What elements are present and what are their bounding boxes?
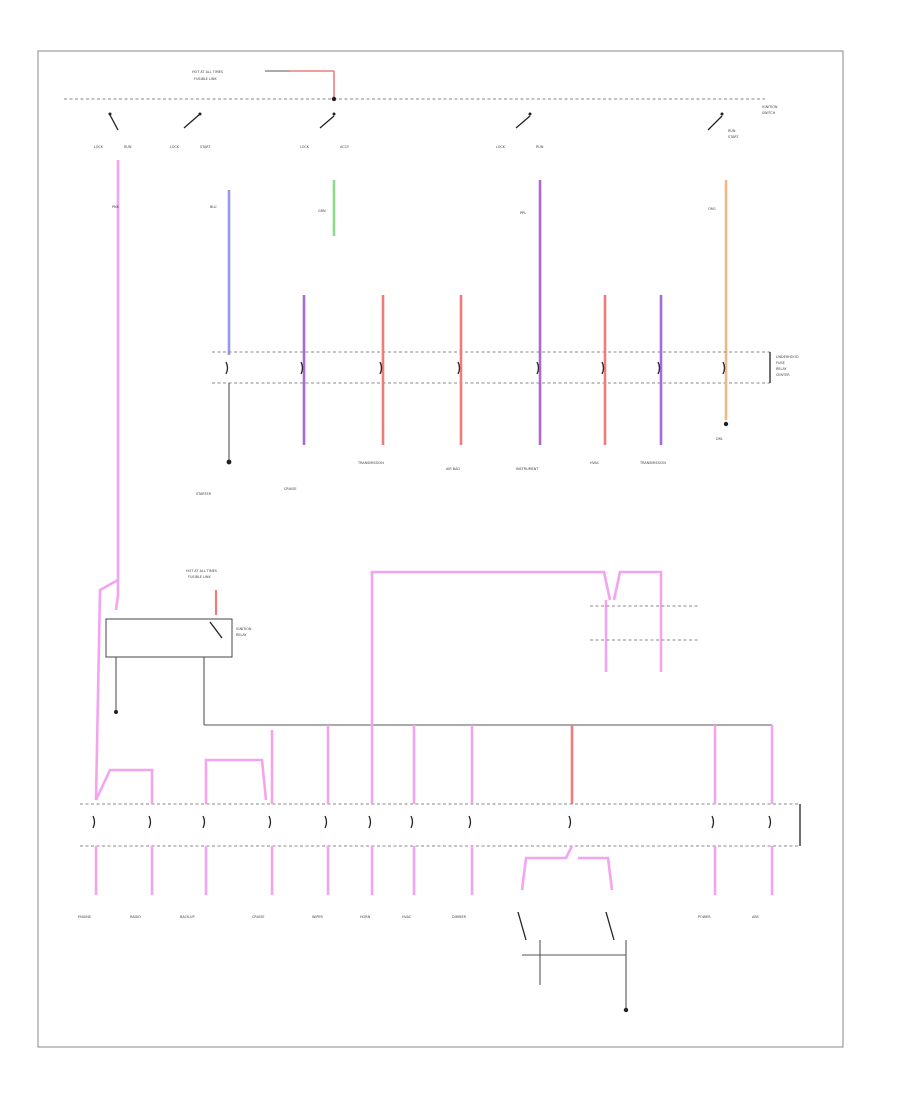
bottom-switches (517, 911, 629, 1013)
battery-feed: HOT AT ALL TIMES FUSIBLE LINK IGNITION S… (192, 70, 778, 115)
svg-text:START: START (728, 135, 739, 139)
svg-text:WIPER: WIPER (312, 915, 324, 919)
svg-text:HOT AT ALL TIMES: HOT AT ALL TIMES (192, 70, 223, 74)
svg-text:ENGINE: ENGINE (78, 915, 91, 919)
svg-text:HVAC: HVAC (402, 915, 412, 919)
svg-text:LOCK: LOCK (170, 145, 180, 149)
svg-text:IGNITION: IGNITION (236, 627, 252, 631)
svg-text:GRN: GRN (318, 209, 326, 213)
svg-text:ABS: ABS (752, 915, 759, 919)
svg-text:ACCY: ACCY (340, 145, 350, 149)
svg-text:CRUISE: CRUISE (252, 915, 265, 919)
svg-text:RADIO: RADIO (130, 915, 141, 919)
svg-text:LOCK: LOCK (496, 145, 506, 149)
upper-fuse-wires (226, 295, 729, 465)
svg-text:SWITCH: SWITCH (762, 111, 776, 115)
svg-text:POWER: POWER (698, 915, 711, 919)
svg-text:RUN: RUN (124, 145, 132, 149)
svg-text:AIR BAG: AIR BAG (446, 467, 460, 471)
svg-text:UNDERHOOD: UNDERHOOD (776, 355, 799, 359)
ignition-switch-contacts: LOCK RUN LOCK START LOCK ACCY LOCK RUN RUN ST… (94, 112, 739, 149)
svg-text:HORN: HORN (360, 915, 371, 919)
svg-text:LOCK: LOCK (300, 145, 310, 149)
svg-text:LOCK: LOCK (94, 145, 104, 149)
svg-text:TRANSMISSION: TRANSMISSION (639, 461, 666, 465)
svg-text:RELAY: RELAY (776, 367, 788, 371)
diagram-frame (37, 50, 844, 1048)
svg-text:DIMMER: DIMMER (452, 915, 467, 919)
pink-middle-wires (94, 570, 700, 801)
svg-text:BLU: BLU (210, 205, 217, 209)
top-wires (114, 160, 728, 611)
lower-fuse-feeds (94, 725, 774, 804)
upper-fuse-block: UNDERHOOD FUSE RELAY CENTER (212, 351, 799, 384)
svg-text:INSTRUMENT: INSTRUMENT (516, 467, 539, 471)
lower-fuse-block (80, 803, 801, 847)
svg-text:PPL: PPL (520, 211, 526, 215)
svg-text:FUSIBLE LINK: FUSIBLE LINK (188, 575, 211, 579)
svg-text:TRANSMISSION: TRANSMISSION (357, 461, 384, 465)
middle-relay: HOT AT ALL TIMES FUSIBLE LINK IGNITION R… (105, 569, 772, 726)
svg-text:BACK-UP: BACK-UP (180, 915, 195, 919)
lower-fuses (92, 815, 772, 829)
svg-text:FUSIBLE LINK: FUSIBLE LINK (194, 77, 217, 81)
svg-text:STARTER: STARTER (196, 492, 212, 496)
upper-fuses (225, 361, 726, 375)
svg-text:RUN: RUN (728, 129, 736, 133)
annotation-text: PNK BLU GRN PPL ORG STARTER CRUISE TRANS… (78, 205, 759, 919)
svg-text:DRL: DRL (716, 437, 723, 441)
svg-text:ORG: ORG (708, 207, 716, 211)
svg-text:FUSE: FUSE (776, 361, 785, 365)
svg-text:HOT AT ALL TIMES: HOT AT ALL TIMES (186, 569, 217, 573)
svg-text:IGNITION: IGNITION (762, 105, 778, 109)
svg-text:CRUISE: CRUISE (284, 487, 297, 491)
lower-fuse-outputs (94, 845, 774, 895)
svg-text:RELAY: RELAY (236, 633, 248, 637)
svg-text:START: START (200, 145, 211, 149)
svg-text:PNK: PNK (112, 205, 120, 209)
svg-text:CENTER: CENTER (776, 373, 790, 377)
svg-text:RUN: RUN (536, 145, 544, 149)
svg-text:HVAC: HVAC (590, 461, 600, 465)
